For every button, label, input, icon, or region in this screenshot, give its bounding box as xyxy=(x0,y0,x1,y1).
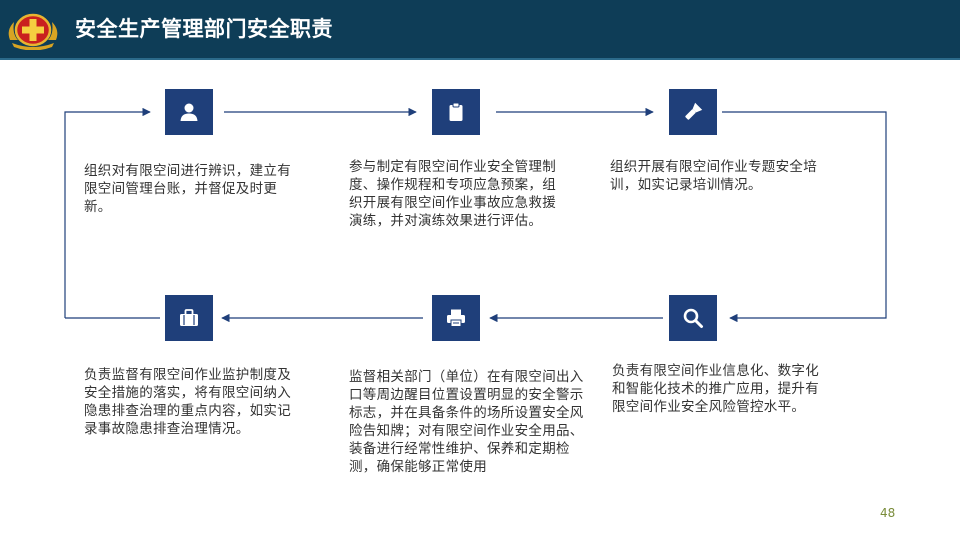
search-icon xyxy=(683,308,703,328)
clipboard-icon xyxy=(449,102,463,121)
step-6-node xyxy=(165,295,213,341)
step-3-node xyxy=(669,89,717,135)
step-4-text: 负责有限空间作业信息化、数字化和智能化技术的推广应用，提升有限空间作业安全风险管… xyxy=(612,363,819,415)
step-2-node xyxy=(432,89,480,135)
step-1-text: 组织对有限空间进行辨识，建立有限空间管理台账，并督促及时更新。 xyxy=(84,163,291,215)
step-6-text: 负责监督有限空间作业监护制度及安全措施的落实，将有限空间纳入隐患排查治理的重点内… xyxy=(84,367,291,437)
flashlight-icon xyxy=(685,102,703,120)
step-5-node xyxy=(432,295,480,341)
step-1-node xyxy=(165,89,213,135)
user-icon xyxy=(180,103,198,121)
emblem-logo-icon xyxy=(8,13,58,50)
step-5-text: 监督相关部门（单位）在有限空间出入口等周边醒目位置设置明显的安全警示标志，并在具… xyxy=(349,369,584,475)
header-bar xyxy=(0,0,960,58)
step-2-text: 参与制定有限空间作业安全管理制度、操作规程和专项应急预案，组织开展有限空间作业事… xyxy=(349,159,556,229)
page-title: 安全生产管理部门安全职责 xyxy=(75,17,333,41)
page-number: 48 xyxy=(880,506,896,520)
printer-icon xyxy=(447,309,465,327)
step-4-node xyxy=(669,295,717,341)
briefcase-icon xyxy=(180,309,198,326)
step-3-text: 组织开展有限空间作业专题安全培训，如实记录培训情况。 xyxy=(610,159,817,193)
header-divider xyxy=(0,58,960,60)
